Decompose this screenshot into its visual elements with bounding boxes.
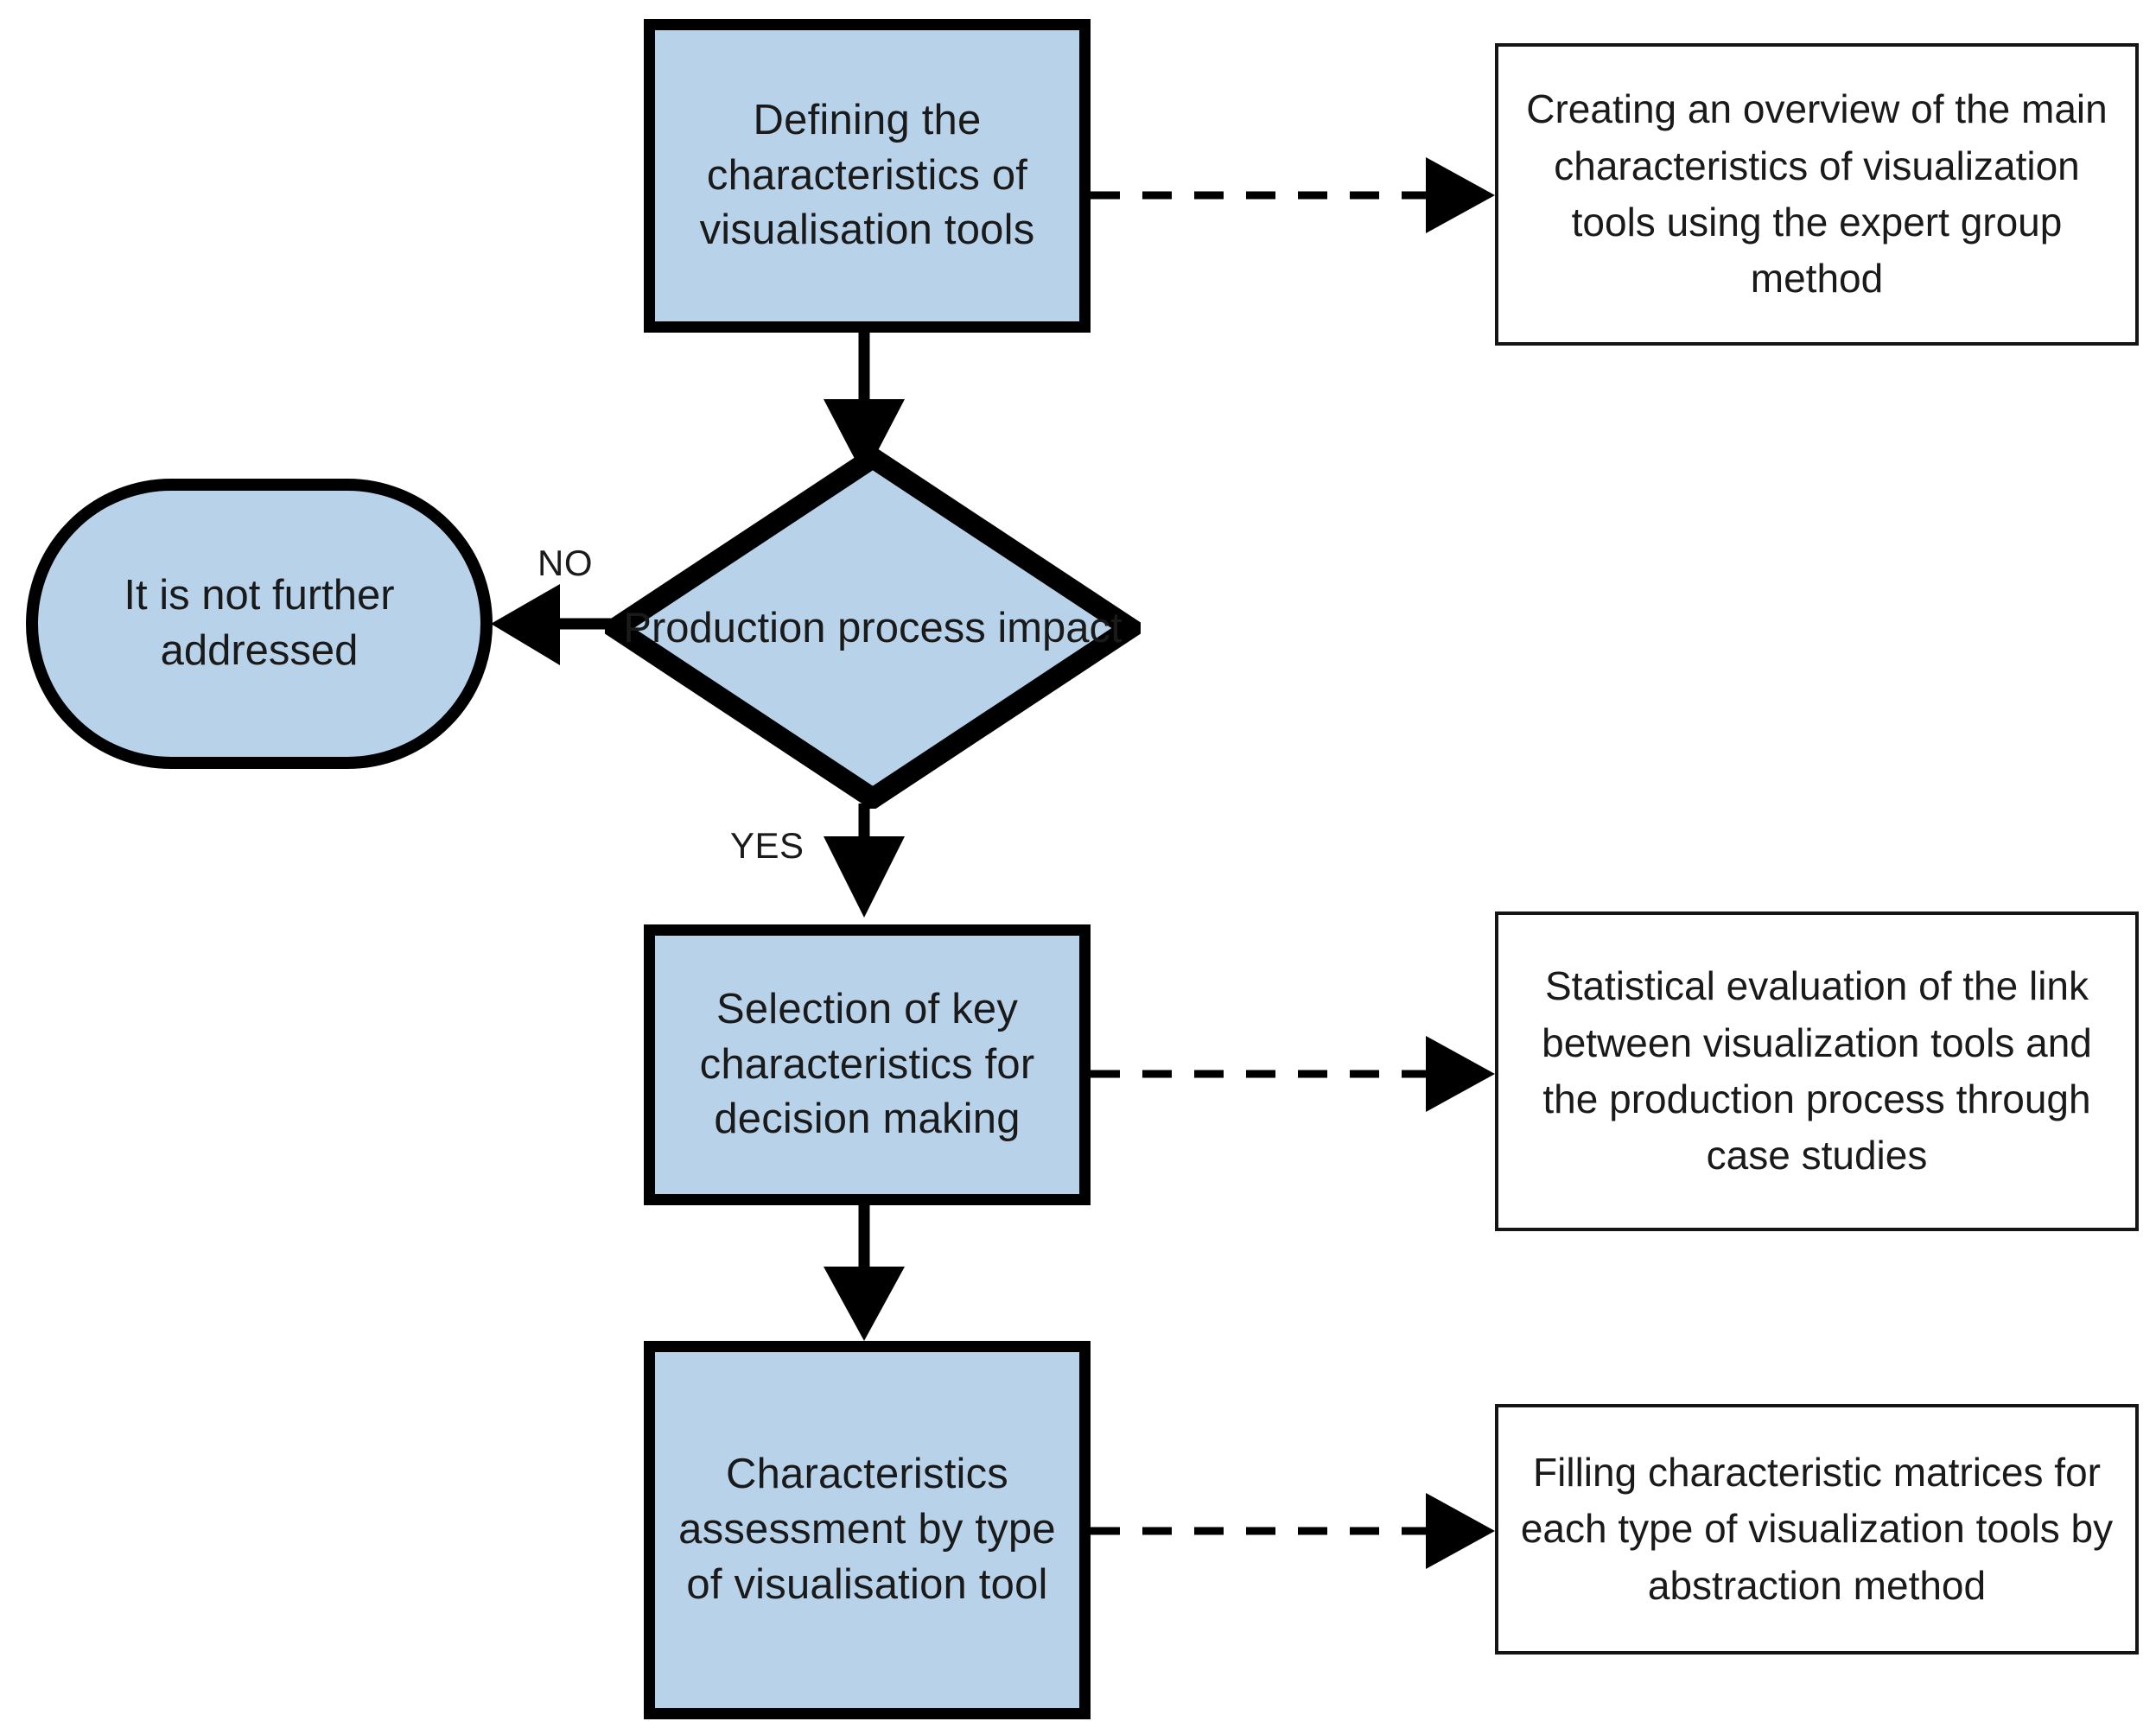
node-not-further-addressed[interactable]: It is not further addressed: [26, 479, 493, 769]
node-characteristics-assessment[interactable]: Characteristics assessment by type of vi…: [644, 1341, 1091, 1719]
edge-step2-to-note2: [1091, 1036, 1495, 1112]
annotation-label: Filling characteristic matrices for each…: [1520, 1450, 2114, 1608]
node-label: Selection of key characteristics for dec…: [699, 985, 1035, 1143]
edge-label-yes: YES: [730, 825, 805, 866]
edge-decision-to-step2: [824, 803, 905, 918]
edge-decision-to-reject: [491, 584, 614, 665]
edge-step1-to-note1: [1091, 157, 1495, 233]
node-label: Characteristics assessment by type of vi…: [678, 1451, 1056, 1608]
annotation-filling-matrices: Filling characteristic matrices for each…: [1495, 1404, 2139, 1655]
annotation-label: Statistical evaluation of the link betwe…: [1542, 963, 2092, 1178]
edge-step3-to-note3: [1091, 1493, 1495, 1569]
annotation-label: Creating an overview of the main charact…: [1526, 86, 2108, 302]
edge-label-no: NO: [537, 543, 593, 583]
annotation-statistical-evaluation: Statistical evaluation of the link betwe…: [1495, 911, 2139, 1231]
node-production-process-impact[interactable]: Production process impact: [605, 448, 1141, 809]
edge-step2-to-step3: [824, 1205, 905, 1341]
diamond-shape: [605, 448, 1141, 809]
node-label: Defining the characteristics of visualis…: [699, 96, 1035, 254]
annotation-expert-group-method: Creating an overview of the main charact…: [1495, 43, 2139, 346]
node-defining-characteristics[interactable]: Defining the characteristics of visualis…: [644, 19, 1091, 333]
node-label: It is not further addressed: [124, 572, 395, 674]
node-selection-key-characteristics[interactable]: Selection of key characteristics for dec…: [644, 924, 1091, 1205]
